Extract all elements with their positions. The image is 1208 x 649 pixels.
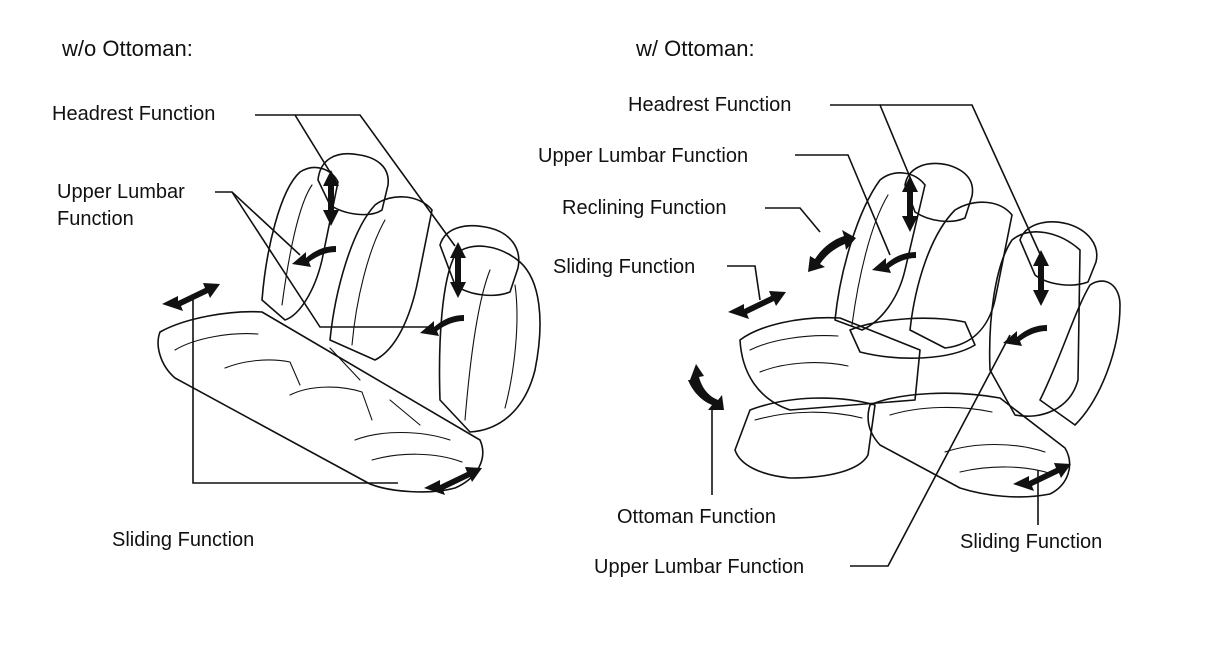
label-ottoman-function: Ottoman Function [617,506,776,528]
label-upper-lumbar-function-right-top: Upper Lumbar Function [538,145,749,167]
captain-seat-illustration [688,104,1121,567]
label-sliding-function-right-top: Sliding Function [553,256,696,278]
label-upper-lumbar-function-right-bottom: Upper Lumbar Function [594,556,805,578]
label-upper-lumbar-line1-left: Upper Lumbar [57,181,185,203]
panel-title-with-ottoman: w/ Ottoman: [636,36,755,61]
label-headrest-function-right: Headrest Function [628,94,792,116]
label-reclining-function: Reclining Function [562,197,727,219]
bench-seat-illustration [157,114,541,495]
label-headrest-function-left: Headrest Function [52,103,216,125]
panel-title-without-ottoman: w/o Ottoman: [62,36,193,61]
label-sliding-function-left: Sliding Function [112,529,255,551]
label-sliding-function-right-bottom: Sliding Function [960,531,1103,553]
label-upper-lumbar-line2-left: Function [57,208,134,230]
